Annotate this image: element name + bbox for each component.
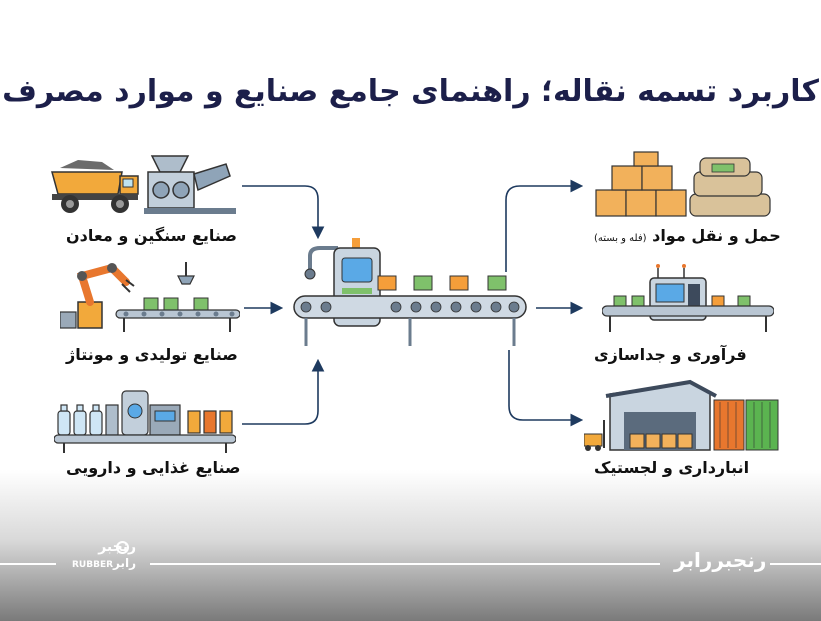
input-label-manufacturing: صنایع تولیدی و مونتاژ <box>66 345 238 364</box>
output-label-processing: فرآوری و جداسازی <box>594 345 747 364</box>
brand-logo-left-en: RUBBER <box>72 560 114 570</box>
input-label-food: صنایع غذایی و دارویی <box>66 458 241 477</box>
sorting-machine-icon <box>601 262 775 334</box>
output-label-transport: حمل و نقل مواد (فله و بسته) <box>594 226 781 245</box>
brand-logo-right: رنجبررابر <box>674 548 767 572</box>
bottling-food-line-icon <box>53 385 237 453</box>
brand-logo-left-line2: رابر <box>113 556 137 570</box>
brand-logo-icon <box>116 541 129 554</box>
footer-divider-center <box>150 563 660 565</box>
conveyor-machine-icon <box>290 236 530 350</box>
warehouse-forklift-icon <box>583 378 780 454</box>
footer-divider-right <box>770 563 821 565</box>
arrow-food <box>242 358 325 425</box>
input-label-mining: صنایع سنگین و معادن <box>66 226 237 245</box>
arrow-transport <box>505 179 584 272</box>
output-label-transport-sub: (فله و بسته) <box>594 233 647 244</box>
output-label-transport-main: حمل و نقل مواد <box>652 226 781 245</box>
mining-truck-crusher-icon <box>48 150 236 218</box>
output-label-warehouse: انبارداری و لجستیک <box>594 458 750 477</box>
arrow-warehouse <box>508 350 584 427</box>
footer-divider-left <box>0 563 56 565</box>
arrow-mining <box>242 185 325 240</box>
page-title: کاربرد تسمه نقاله؛ راهنمای جامع صنایع و … <box>2 74 819 109</box>
robot-arm-assembly-icon <box>59 262 241 334</box>
boxes-sacks-icon <box>594 150 774 218</box>
